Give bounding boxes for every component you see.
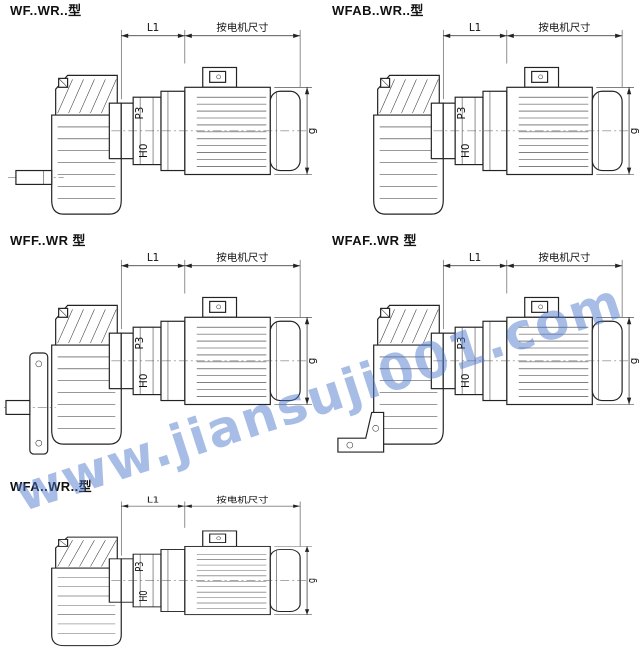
dim-motor-size-label: 按电机尺寸 [216, 251, 268, 264]
diagram-title: WFAF..WR 型 [332, 233, 417, 248]
label-h0: H0 [460, 374, 472, 388]
gearmotor-drawing: L1 按电机尺寸 g P3 H0 [4, 486, 320, 658]
diagram-wf-wr: WF..WR..型 L1 按电机尺寸 g [4, 0, 320, 226]
diagram-title: WF..WR..型 [10, 3, 82, 18]
dimensions: L1 按电机尺寸 g [120, 251, 318, 405]
label-p3: P3 [134, 562, 146, 572]
motor [184, 66, 301, 176]
dim-l1-label: L1 [469, 252, 481, 264]
coupling-adapter [442, 320, 508, 402]
dimensions: L1 按电机尺寸 g [120, 494, 318, 615]
dim-g-label: g [306, 358, 318, 365]
output-shaft [7, 169, 64, 186]
label-h0: H0 [460, 144, 472, 158]
dim-motor-size-label: 按电机尺寸 [538, 21, 590, 34]
dim-g-label: g [306, 128, 318, 135]
label-p3: P3 [456, 107, 468, 120]
diagram-wff-wr: WFF..WR 型 L1 按电机尺寸 g [4, 230, 320, 456]
gearmotor-svg: L1 按电机尺寸 g P3 H0 [4, 251, 318, 455]
gearbox-housing [51, 114, 122, 215]
gearmotor-drawing: L1 按电机尺寸 g P3 H0 [326, 240, 642, 460]
label-p3: P3 [456, 337, 468, 350]
label-p3: P3 [134, 337, 146, 350]
dim-l1-label: L1 [147, 495, 159, 505]
gearmotor-svg: L1 按电机尺寸 g P3 H0 [51, 494, 318, 647]
gearbox-housing [373, 114, 444, 215]
gearmotor-svg: L1 按电机尺寸 g P3 H0 [337, 251, 640, 453]
output-shaft [4, 399, 56, 416]
diagram-wfab-wr: WFAB..WR..型 L1 按电机尺寸 [326, 0, 642, 226]
motor [506, 296, 623, 406]
gearbox-housing [51, 344, 122, 445]
dim-motor-size-label: 按电机尺寸 [216, 494, 268, 504]
gearmotor-drawing: L1 按电机尺寸 g P3 H0 [4, 10, 320, 230]
gearmotor-svg: L1 按电机尺寸 g P3 H0 [7, 21, 318, 215]
diagram-title: WFAB..WR..型 [332, 3, 424, 18]
dim-g-label: g [628, 128, 640, 135]
diagram-wfa-wr: WFA..WR..型 L1 按电机尺寸 g [4, 476, 320, 661]
gearbox [51, 304, 122, 445]
motor [506, 66, 623, 176]
dim-l1-label: L1 [469, 22, 481, 34]
dim-l1-label: L1 [147, 252, 159, 264]
label-h0: H0 [138, 144, 150, 158]
gearmotor-drawing: L1 按电机尺寸 g P3 H0 [326, 10, 642, 230]
gearbox [373, 74, 444, 215]
gearmotor-drawing: L1 按电机尺寸 g P3 H0 [4, 240, 320, 460]
diagram-title: WFF..WR 型 [10, 233, 86, 248]
dimensions: L1 按电机尺寸 g [442, 251, 640, 405]
dim-g-label: g [306, 578, 318, 583]
dim-g-label: g [628, 358, 640, 365]
coupling-adapter [120, 90, 186, 172]
gearmotor-svg: L1 按电机尺寸 g P3 H0 [373, 21, 640, 215]
label-p3: P3 [134, 107, 146, 120]
gearbox [51, 536, 122, 647]
gearbox-housing [51, 567, 122, 647]
dimensions: L1 按电机尺寸 g [442, 21, 640, 175]
dim-motor-size-label: 按电机尺寸 [216, 21, 268, 34]
gearbox [51, 74, 122, 215]
diagram-title: WFA..WR..型 [10, 479, 92, 494]
label-h0: H0 [138, 374, 150, 388]
motor [184, 530, 301, 616]
dim-l1-label: L1 [147, 22, 159, 34]
label-h0: H0 [138, 590, 150, 601]
mounting-flange [29, 352, 49, 455]
mounting-foot [337, 411, 385, 453]
motor [184, 296, 301, 406]
dimensions: L1 按电机尺寸 g [120, 21, 318, 175]
coupling-adapter [120, 320, 186, 402]
dim-motor-size-label: 按电机尺寸 [538, 251, 590, 264]
diagram-wfaf-wr: WFAF..WR 型 L1 按电机尺寸 g [326, 230, 642, 456]
gearbox [373, 304, 444, 445]
